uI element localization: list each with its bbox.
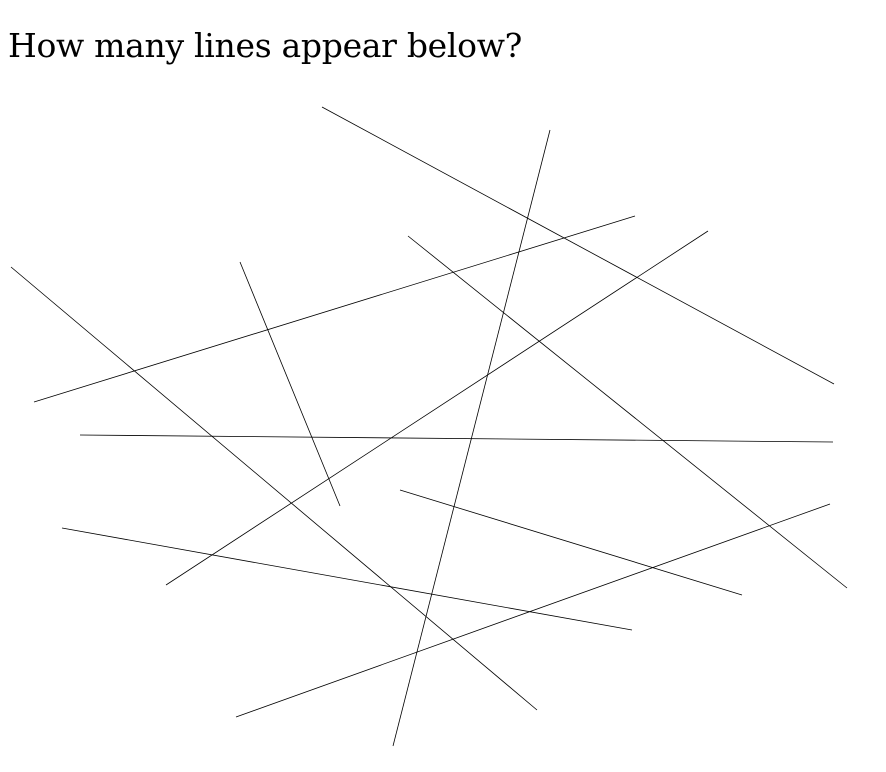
line-10 — [235, 503, 831, 718]
line-5 — [407, 235, 848, 589]
line-2 — [392, 129, 551, 747]
line-6 — [10, 266, 538, 711]
question-text: How many lines appear below? — [8, 26, 523, 65]
line-3 — [33, 215, 636, 403]
line-11 — [61, 527, 633, 631]
line-7 — [239, 261, 341, 507]
line-1 — [321, 106, 835, 385]
line-4 — [165, 230, 709, 586]
line-8 — [79, 434, 834, 443]
line-9 — [399, 489, 743, 596]
